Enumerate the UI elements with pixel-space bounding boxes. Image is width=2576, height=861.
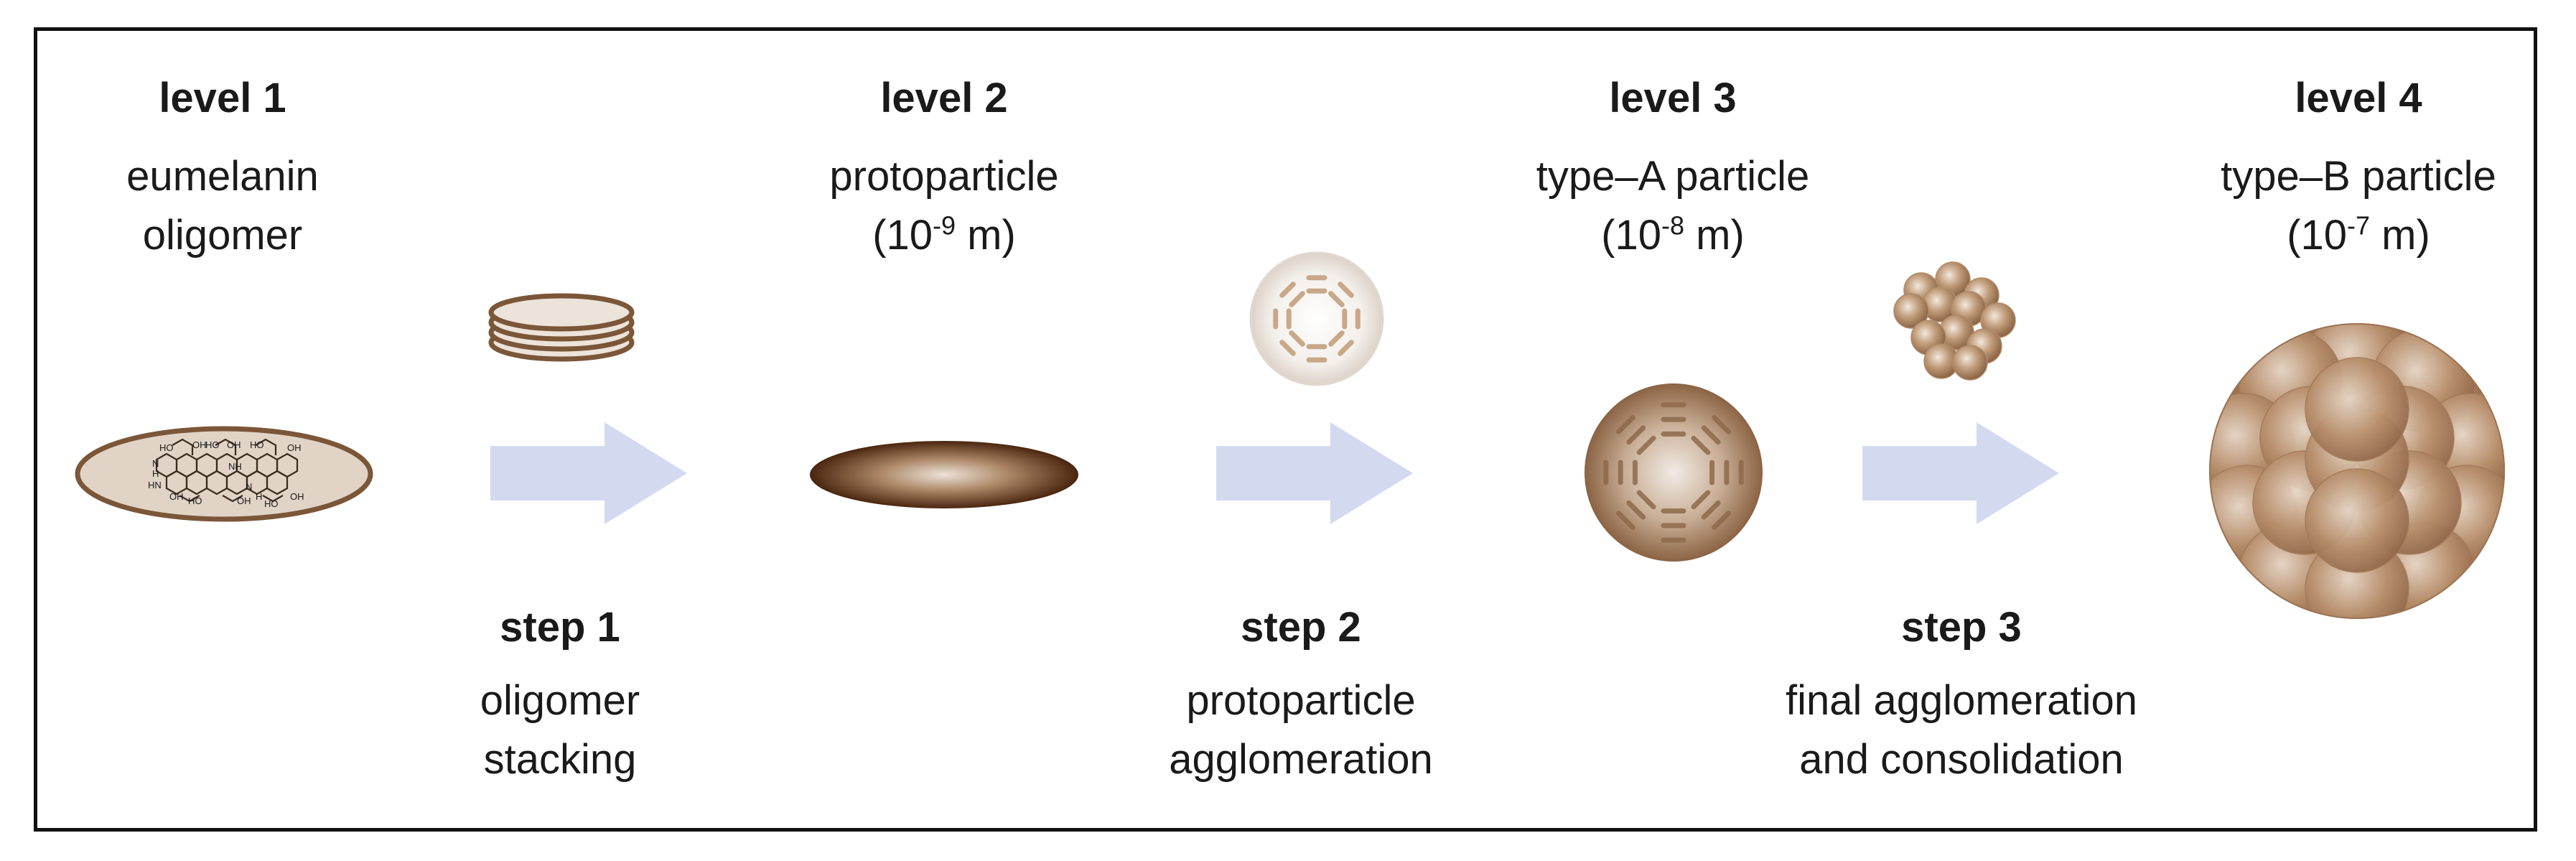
molecular-structure-icon bbox=[155, 438, 299, 503]
step-2-title: step 2 bbox=[1241, 604, 1361, 651]
level-4-title: level 4 bbox=[2295, 75, 2422, 121]
stacked-oligomer-dash bbox=[1626, 500, 1646, 520]
protoparticle-ellipse-icon bbox=[810, 441, 1078, 508]
step-3-line1: final agglomeration bbox=[1785, 677, 2138, 724]
svg-text:OH: OH bbox=[192, 439, 207, 450]
svg-text:OH: OH bbox=[237, 495, 251, 506]
stacked-oligomer-dash bbox=[1338, 340, 1354, 356]
type-b-particle-icon bbox=[2209, 323, 2505, 619]
stacked-oligomer-dash bbox=[1691, 490, 1711, 510]
step-2-line2: agglomeration bbox=[1169, 736, 1433, 783]
stacked-oligomer-dash bbox=[1615, 511, 1635, 531]
stacked-oligomer-dash bbox=[1712, 511, 1732, 531]
step-3-title: step 3 bbox=[1901, 604, 2022, 651]
svg-text:H: H bbox=[152, 468, 159, 479]
particle-cluster-icon bbox=[1893, 261, 2016, 381]
stacked-oligomer-dash bbox=[1338, 281, 1354, 298]
right-arrow-icon bbox=[1862, 422, 2059, 524]
level-4-scale: (10-7 m) bbox=[2287, 210, 2430, 259]
protoparticle-aggregate-icon bbox=[1249, 251, 1384, 386]
svg-text:HO: HO bbox=[205, 439, 220, 450]
svg-text:N: N bbox=[246, 481, 252, 492]
svg-text:H: H bbox=[256, 491, 262, 502]
level-1-line2: oligomer bbox=[142, 212, 303, 259]
molecule-labels: HO OH HO OH N H HN OH HO NH OH HO H N OH… bbox=[148, 439, 304, 509]
stacked-oligomer-dash bbox=[1691, 435, 1711, 455]
sub-particle-icon bbox=[2305, 468, 2409, 573]
level-3-title: level 3 bbox=[1609, 75, 1737, 121]
step-3-line2: and consolidation bbox=[1799, 736, 2124, 783]
stacked-oligomer-dash bbox=[1289, 330, 1305, 347]
level-4-line1: type–B particle bbox=[2221, 153, 2496, 200]
stacked-oligomer-dash bbox=[1712, 414, 1732, 434]
level-2-title: level 2 bbox=[880, 75, 1008, 121]
step-1-line2: stacking bbox=[483, 736, 637, 783]
stacked-oligomer-dash bbox=[1279, 340, 1296, 356]
sub-particle-icon bbox=[2305, 357, 2409, 462]
figure-frame bbox=[34, 27, 2537, 832]
svg-text:N: N bbox=[152, 458, 159, 469]
svg-text:OH: OH bbox=[290, 491, 304, 502]
svg-text:NH: NH bbox=[228, 461, 242, 472]
small-particle-icon bbox=[1952, 345, 1988, 381]
stacked-oligomer-dash bbox=[1328, 291, 1345, 307]
stacked-oligomer-dash bbox=[1328, 330, 1345, 347]
stacked-oligomer-dash bbox=[1636, 490, 1656, 510]
level-1-line1: eumelanin bbox=[126, 153, 319, 200]
step-1-line1: oligomer bbox=[480, 677, 640, 724]
stacked-oligomer-dash bbox=[1701, 425, 1721, 445]
right-arrow-icon bbox=[1216, 422, 1413, 524]
level-3-line1: type–A particle bbox=[1536, 153, 1810, 200]
stacked-oligomer-dash bbox=[1289, 291, 1305, 307]
level-3-scale: (10-8 m) bbox=[1601, 210, 1745, 259]
type-a-particle-icon bbox=[1585, 383, 1763, 562]
level-2-line1: protoparticle bbox=[829, 153, 1059, 200]
level-1-title: level 1 bbox=[159, 75, 286, 121]
stacked-oligomer-dash bbox=[1636, 435, 1656, 455]
step-2-line1: protoparticle bbox=[1186, 677, 1416, 724]
right-arrow-icon bbox=[490, 422, 687, 524]
svg-text:HO: HO bbox=[250, 439, 264, 450]
stacked-oligomer-dash bbox=[1701, 500, 1721, 520]
stacked-oligomers-icon bbox=[488, 293, 635, 362]
svg-text:HO: HO bbox=[159, 442, 174, 453]
svg-text:HN: HN bbox=[148, 480, 162, 490]
stacked-oligomer-dash bbox=[1626, 425, 1646, 445]
svg-text:OH: OH bbox=[227, 439, 241, 450]
stacked-oligomer-dash bbox=[1279, 281, 1296, 298]
eumelanin-oligomer-disc-icon: HO OH HO OH N H HN OH HO NH OH HO H N OH… bbox=[75, 426, 373, 522]
small-particle-icon bbox=[1893, 293, 1929, 329]
svg-text:OH: OH bbox=[169, 491, 184, 502]
level-2-scale: (10-9 m) bbox=[872, 210, 1016, 259]
svg-text:OH: OH bbox=[287, 442, 302, 453]
svg-text:HO: HO bbox=[264, 498, 279, 509]
step-1-title: step 1 bbox=[500, 604, 620, 651]
stacked-oligomer-dash bbox=[1615, 414, 1635, 434]
svg-text:HO: HO bbox=[188, 495, 202, 506]
